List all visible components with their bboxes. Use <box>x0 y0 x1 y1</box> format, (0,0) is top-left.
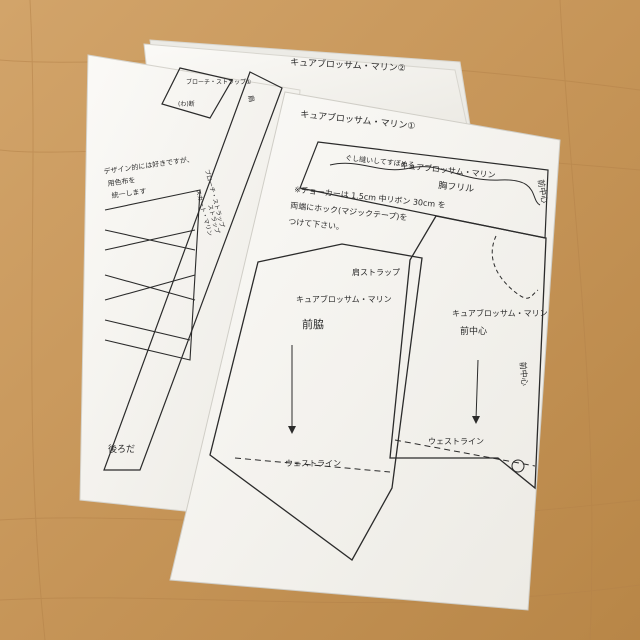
left-bottom-label: 後ろだ <box>108 443 135 455</box>
small-piece-note: (わ)断 <box>178 100 195 108</box>
ruffle-name: 胸フリル <box>438 179 475 195</box>
right-piece-title: キュアブロッサム・マリン <box>452 308 548 318</box>
right-piece-center: 前中心 <box>518 361 530 386</box>
right-piece-name: 前中心 <box>460 325 487 337</box>
front-side-piece: 肩ストラップ キュアブロッサム・マリン 前脇 ウェストライン <box>209 243 423 561</box>
right-piece-waist: ウェストライン <box>428 437 484 446</box>
side-label: 前中心 <box>536 179 550 204</box>
strap-shoulder: 肩 <box>246 94 257 103</box>
left-piece-shoulder: 肩ストラップ <box>352 267 400 277</box>
front-sheet: キュアブロッサム・マリン① ぐし縫いしてすぼめる キュアブロッサム・マリン 胸フ… <box>169 91 561 611</box>
left-piece-name: 前脇 <box>302 317 324 331</box>
left-piece-title: キュアブロッサム・マリン <box>296 294 392 304</box>
left-piece-waist: ウェストライン <box>285 459 341 468</box>
small-piece-label: ブローチ・ストラップ① <box>186 78 251 86</box>
front-center-piece: キュアブロッサム・マリン 前中心 前中心 ウェストライン 前中心 <box>389 179 550 490</box>
left-note-line2: 用色布を <box>107 175 136 188</box>
